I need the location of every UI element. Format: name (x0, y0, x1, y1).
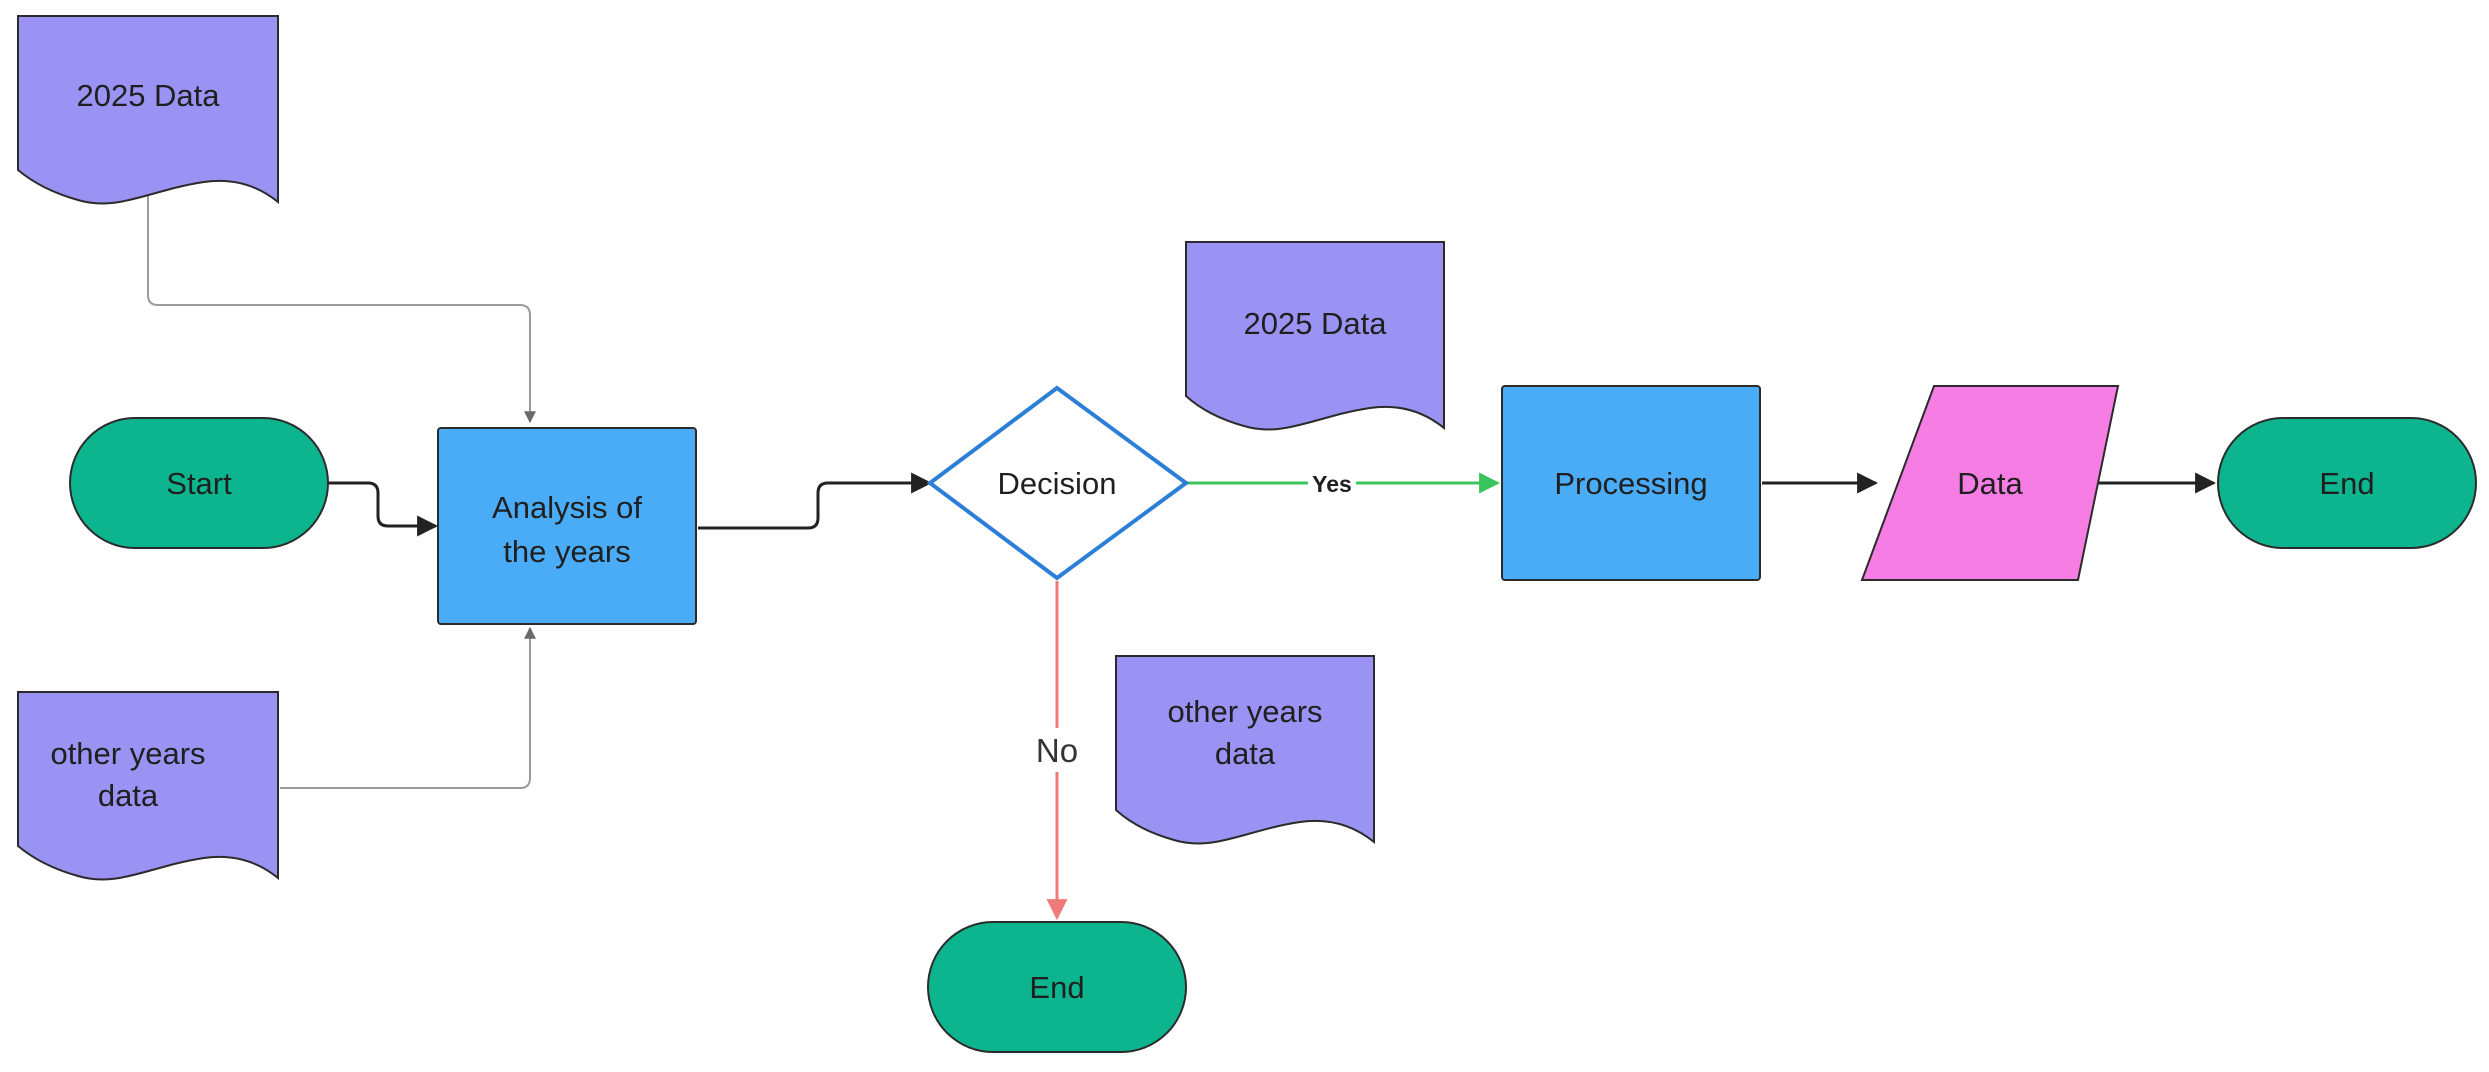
process-processing[interactable]: Processing (1501, 385, 1761, 581)
terminal-start[interactable]: Start (69, 417, 329, 549)
terminal-end-bottom[interactable]: End (927, 921, 1187, 1053)
document-shape (1115, 655, 1375, 845)
process-shape (437, 427, 697, 625)
no-edge-label: No (1036, 732, 1078, 769)
process-shape (1501, 385, 1761, 581)
edge-analysis-to-decision (698, 472, 933, 530)
yes-edge-label: Yes (1312, 471, 1352, 497)
edge-2025-data-to-analysis (147, 185, 536, 424)
process-analysis-of-the-years[interactable]: Analysis of the years (437, 427, 697, 625)
terminal-shape (69, 417, 329, 549)
document-shape (1185, 241, 1445, 431)
document-label-line-1: other years (50, 736, 205, 771)
document-label: 2025 Data (1243, 306, 1387, 341)
document-label-line-2: data (98, 778, 159, 813)
decision-shape (926, 385, 1190, 581)
terminal-label: Start (166, 466, 232, 501)
nodes: 2025 Data other years data Start Analysi… (17, 15, 2477, 1053)
yes-label-bg (1308, 468, 1356, 498)
terminal-label: End (2319, 466, 2374, 501)
document-shape (17, 691, 279, 881)
edge-start-to-analysis (328, 481, 439, 537)
document-2025-data-top[interactable]: 2025 Data (17, 15, 279, 205)
data-shape (1860, 385, 2120, 581)
edges: Yes No (147, 185, 2217, 921)
process-label-line-2: the years (503, 534, 631, 569)
terminal-shape (2217, 417, 2477, 549)
terminal-label: End (1029, 970, 1084, 1005)
no-label-bg (1032, 728, 1084, 772)
document-label: 2025 Data (76, 78, 220, 113)
decision-label: Decision (998, 466, 1117, 501)
document-shape (17, 15, 279, 205)
document-label-line-2: data (1215, 736, 1276, 771)
data-node[interactable]: Data (1860, 385, 2120, 581)
document-2025-data-middle[interactable]: 2025 Data (1185, 241, 1445, 431)
terminal-end-right[interactable]: End (2217, 417, 2477, 549)
edge-other-years-to-analysis (280, 626, 536, 789)
process-label-line-1: Analysis of (492, 490, 642, 525)
decision-node[interactable]: Decision (926, 385, 1190, 581)
process-label: Processing (1554, 466, 1707, 501)
document-label-line-1: other years (1167, 694, 1322, 729)
data-label: Data (1957, 466, 2023, 501)
document-other-years-data-bottom[interactable]: other years data (17, 691, 279, 881)
document-other-years-data-middle[interactable]: other years data (1115, 655, 1375, 845)
terminal-shape (927, 921, 1187, 1053)
